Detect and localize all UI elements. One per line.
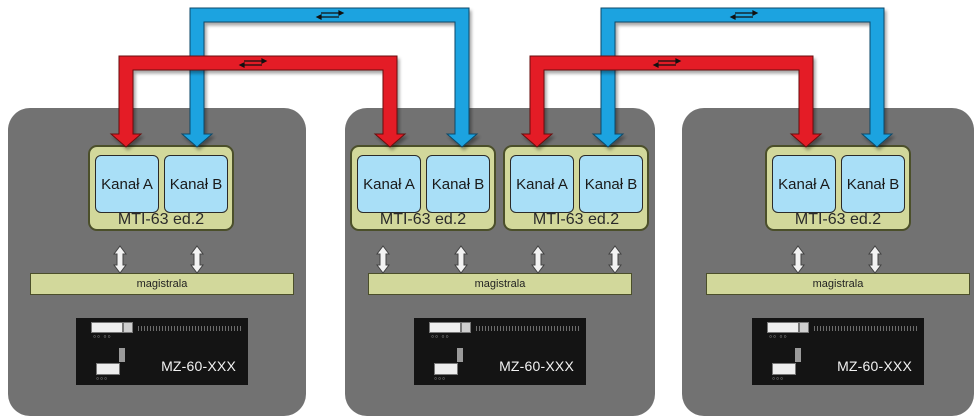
bus-connector-arrow-icon (791, 245, 805, 274)
terminal-icon (799, 322, 809, 333)
terminal-icon (429, 322, 461, 333)
device-label: MZ-60-XXX (837, 358, 912, 374)
mti-module-4: Kanał A Kanał B MTI-63 ed.2 (765, 145, 911, 231)
bus-connector-arrow-icon (376, 245, 390, 274)
terminal-icon (123, 322, 133, 333)
channel-a-box: Kanał A (510, 155, 574, 213)
terminal-icon (434, 363, 458, 375)
bus-connector-arrow-icon (190, 245, 204, 274)
terminal-marks-icon: ○○ ○○ (431, 334, 450, 340)
mti-module-1: Kanał A Kanał B MTI-63 ed.2 (88, 145, 234, 231)
mti-module-2: Kanał A Kanał B MTI-63 ed.2 (350, 145, 496, 231)
module-label: MTI-63 ed.2 (794, 211, 882, 228)
terminal-icon (96, 363, 120, 375)
mz-device-1: ○○ ○○ ○○○ MZ-60-XXX (76, 318, 248, 385)
link-blue-1 (180, 7, 479, 148)
terminal-icon (461, 322, 471, 333)
bus-bar-2: magistrala (368, 273, 632, 295)
terminal-marks-icon: ○○○ (772, 376, 785, 382)
link-red-1 (109, 55, 407, 148)
module-label: MTI-63 ed.2 (532, 211, 620, 228)
terminal-icon (772, 363, 796, 375)
mz-device-3: ○○ ○○ ○○○ MZ-60-XXX (752, 318, 924, 385)
vent-grille-icon (476, 326, 580, 331)
terminal-marks-icon: ○○○ (434, 376, 447, 382)
channel-a-box: Kanał A (772, 155, 836, 213)
terminal-icon (91, 322, 123, 333)
bidirectional-arrows-icon (729, 10, 759, 20)
connector-icon (795, 348, 801, 362)
bus-bar-3: magistrala (706, 273, 970, 295)
mti-module-3: Kanał A Kanał B MTI-63 ed.2 (503, 145, 649, 231)
vent-grille-icon (814, 326, 918, 331)
bidirectional-arrows-icon (652, 58, 682, 68)
bus-connector-arrow-icon (868, 245, 882, 274)
bus-connector-arrow-icon (454, 245, 468, 274)
channel-a-box: Kanał A (357, 155, 421, 213)
device-label: MZ-60-XXX (499, 358, 574, 374)
module-label: MTI-63 ed.2 (117, 211, 205, 228)
bus-connector-arrow-icon (113, 245, 127, 274)
channel-b-box: Kanał B (579, 155, 643, 213)
channel-a-box: Kanał A (95, 155, 159, 213)
connector-icon (119, 348, 125, 362)
bus-connector-arrow-icon (531, 245, 545, 274)
terminal-icon (767, 322, 799, 333)
terminal-marks-icon: ○○ ○○ (769, 334, 788, 340)
channel-b-box: Kanał B (841, 155, 905, 213)
link-red-2 (520, 55, 823, 148)
mz-device-2: ○○ ○○ ○○○ MZ-60-XXX (414, 318, 586, 385)
bidirectional-arrows-icon (315, 10, 345, 20)
connector-icon (457, 348, 463, 362)
channel-b-box: Kanał B (426, 155, 490, 213)
bus-connector-arrow-icon (608, 245, 622, 274)
vent-grille-icon (138, 326, 242, 331)
module-label: MTI-63 ed.2 (379, 211, 467, 228)
bus-bar-1: magistrala (30, 273, 294, 295)
link-blue-2 (591, 7, 894, 148)
terminal-marks-icon: ○○ ○○ (93, 334, 112, 340)
terminal-marks-icon: ○○○ (96, 376, 109, 382)
bidirectional-arrows-icon (238, 58, 268, 68)
channel-b-box: Kanał B (164, 155, 228, 213)
device-label: MZ-60-XXX (161, 358, 236, 374)
